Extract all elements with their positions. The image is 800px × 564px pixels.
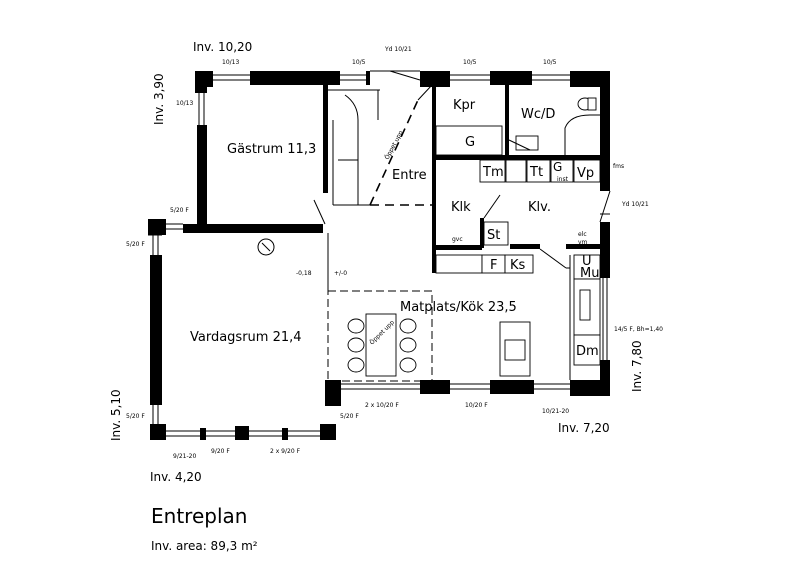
plan-title: Entreplan <box>151 504 247 528</box>
dimension-left-upper: Inv. 3,90 <box>152 73 166 125</box>
window-label-2x920f: 2 x 9/20 F <box>270 448 301 455</box>
fixture-st: St <box>487 228 500 243</box>
room-kpr: Kpr <box>453 98 476 113</box>
fixture-u: U <box>582 254 592 269</box>
room-matplats: Matplats/Kök 23,5 <box>400 300 517 315</box>
fixture-f: F <box>490 258 497 273</box>
window-label-520b: 5/20 F <box>126 241 145 248</box>
window-label-520c: 5/20 F <box>126 413 145 420</box>
window-label-1020f: 10/20 F <box>465 402 488 409</box>
fixture-tm: Tm <box>482 165 504 180</box>
window-label-920f: 9/20 F <box>211 448 230 455</box>
dimension-bottom-right: Inv. 7,20 <box>558 421 610 435</box>
fixture-g2: G <box>553 160 562 174</box>
plan-caption: Entreplan Inv. area: 89,3 m² <box>151 504 258 553</box>
plan-area: Inv. area: 89,3 m² <box>151 539 258 553</box>
room-vardagsrum: Vardagsrum 21,4 <box>190 330 302 345</box>
details <box>148 70 611 437</box>
fixture-inst: inst <box>557 176 569 183</box>
window-label-2x1020f: 2 x 10/20 F <box>365 402 399 409</box>
window-label-1021-20: 10/21-20 <box>542 408 569 415</box>
dimension-bottom-left: Inv. 4,20 <box>150 470 202 484</box>
room-klv: Klv. <box>528 200 551 215</box>
room-labels: Gästrum 11,3 Entre Kpr Wc/D Klk Klv. Var… <box>190 98 555 345</box>
window-label-top4: 10/5 <box>463 59 477 66</box>
window-label-yd-right: Yd 10/21 <box>621 201 649 208</box>
fixture-labels: G Tm Tt G inst Vp St F Ks U Mu Dm gvc el… <box>452 135 624 359</box>
dimension-right: Inv. 7,80 <box>630 340 644 392</box>
dimension-top: Inv. 10,20 <box>193 40 252 54</box>
window-label-top3: Yd 10/21 <box>384 46 412 53</box>
window-label-left1: 10/13 <box>176 100 193 107</box>
room-gastrum: Gästrum 11,3 <box>227 142 316 157</box>
fixture-gvc: gvc <box>452 236 463 243</box>
window-label-top1: 10/13 <box>222 59 239 66</box>
window-label-520d: 5/20 F <box>340 413 359 420</box>
fixture-ks: Ks <box>510 258 526 273</box>
level-label-a: -0,18 <box>296 270 312 277</box>
level-label-b: +/-0 <box>334 270 347 277</box>
fixture-vp: Vp <box>577 166 594 181</box>
fixture-mu: Mu <box>580 266 599 281</box>
window-label-921a: 9/21-20 <box>173 453 196 460</box>
walls <box>148 71 610 440</box>
fixture-g: G <box>465 135 475 150</box>
fixture-vm: vm <box>578 239 588 246</box>
stairs-up-label: Öppet upp <box>384 129 405 160</box>
room-wcd: Wc/D <box>521 107 555 122</box>
fixture-fms: fms <box>613 163 624 170</box>
fixture-dm: Dm <box>576 344 599 359</box>
room-entre: Entre <box>392 168 427 183</box>
fixture-elc: elc <box>578 231 587 238</box>
room-klk: Klk <box>451 200 471 215</box>
window-label-top5: 10/5 <box>543 59 557 66</box>
window-label-520a: 5/20 F <box>170 207 189 214</box>
fixture-tt: Tt <box>529 165 543 180</box>
dimension-labels: Inv. 10,20 Inv. 3,90 Inv. 5,10 Inv. 4,20… <box>109 40 644 484</box>
window-label-right: 14/5 F, Bh=1,40 <box>614 326 663 333</box>
dimension-left-lower: Inv. 5,10 <box>109 389 123 441</box>
window-label-top2: 10/5 <box>352 59 366 66</box>
